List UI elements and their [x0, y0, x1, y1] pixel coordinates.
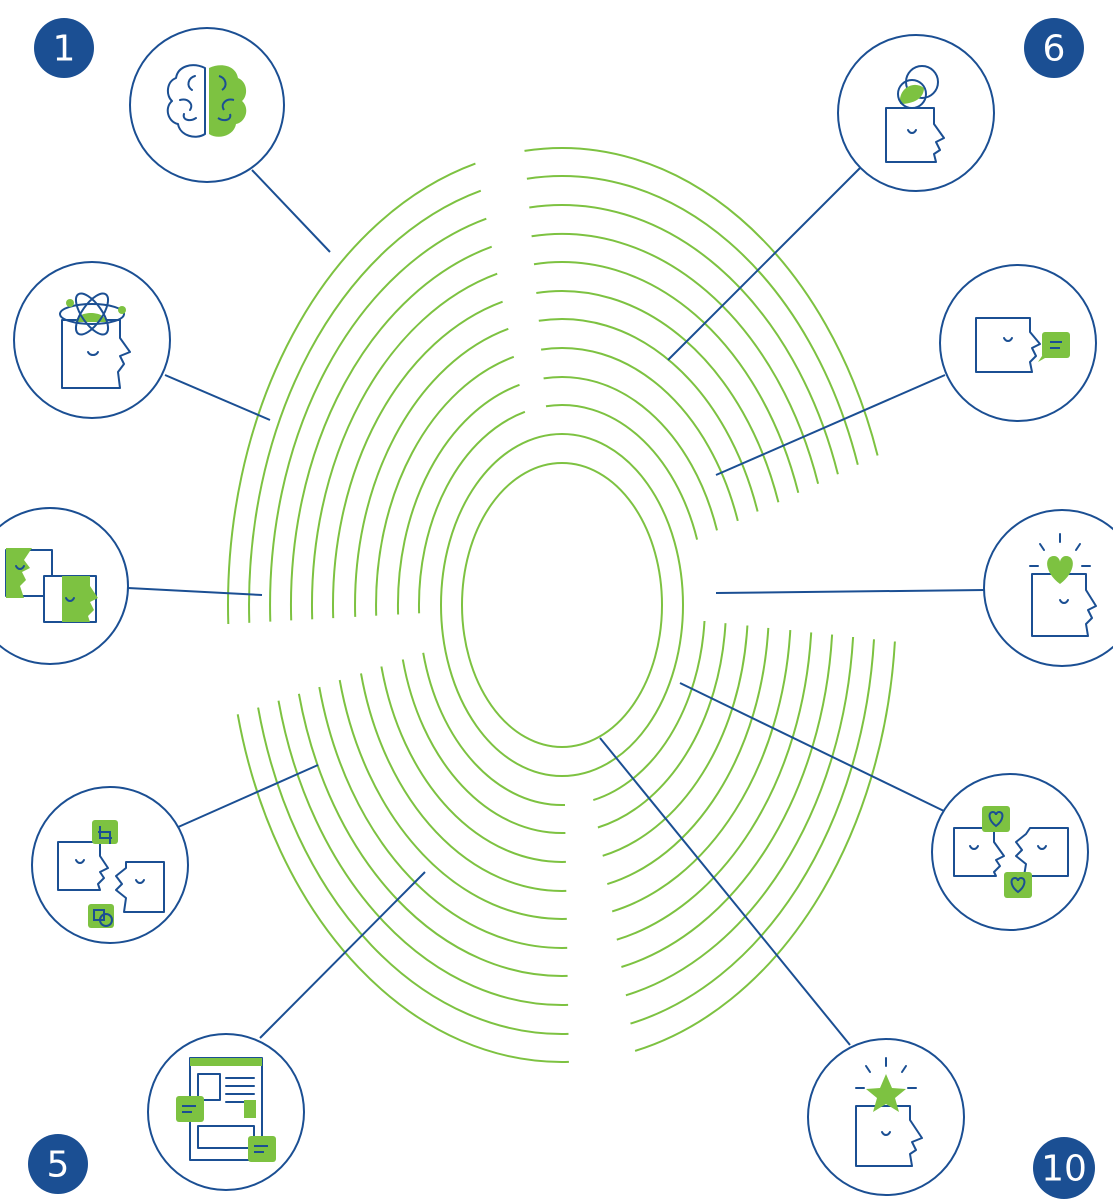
star-head-icon	[855, 1057, 923, 1167]
ring-8	[310, 261, 813, 949]
connector-3	[127, 587, 263, 596]
dialogue-crop-icon	[57, 820, 165, 928]
ring-9	[289, 232, 834, 977]
ring-12	[227, 147, 896, 1063]
ring-10	[269, 204, 855, 1006]
two-faces-icon	[5, 548, 98, 623]
heart-head-icon	[1029, 533, 1097, 637]
connector-7	[715, 374, 946, 476]
ring-11	[248, 175, 875, 1035]
badge-6: 6	[1024, 18, 1084, 78]
webpage-layout-node	[147, 1033, 305, 1191]
badge-1: 1	[34, 18, 94, 78]
brain-node	[129, 27, 285, 183]
webpage-layout-icon	[176, 1057, 276, 1162]
badge-6-label: 6	[1043, 29, 1066, 70]
concentric-rings	[227, 147, 896, 1063]
connector-10	[599, 737, 851, 1046]
connector-2	[164, 374, 271, 421]
badge-5: 5	[28, 1134, 88, 1194]
brain-icon	[166, 64, 247, 138]
atom-head-icon	[59, 292, 131, 389]
heart-head-node	[983, 509, 1113, 667]
dialogue-crop-node	[31, 786, 189, 944]
badge-10: 10	[1033, 1137, 1095, 1199]
connector-6	[667, 167, 861, 361]
connector-9	[679, 682, 947, 813]
mind-circles-head-icon	[885, 65, 945, 163]
ring-1	[461, 462, 663, 748]
mind-circles-head-node	[837, 34, 995, 192]
two-faces-node	[0, 507, 129, 665]
ring-7	[332, 290, 792, 920]
badge-1-label: 1	[53, 29, 76, 70]
ring-6	[354, 318, 770, 892]
ring-3	[417, 404, 706, 807]
connector-8	[715, 589, 986, 594]
ring-2	[440, 433, 684, 777]
atom-head-node	[13, 261, 171, 419]
badge-10-label: 10	[1041, 1149, 1087, 1190]
ring-4	[396, 375, 727, 835]
speaking-message-icon	[975, 317, 1070, 373]
connector-1	[251, 169, 331, 253]
connector-4	[175, 764, 319, 829]
speaking-message-node	[939, 264, 1097, 422]
star-head-node	[807, 1038, 965, 1196]
connector-lines	[127, 167, 986, 1046]
two-faces-hearts-icon	[953, 806, 1069, 898]
connector-5	[259, 871, 426, 1039]
two-faces-hearts-node	[931, 773, 1089, 931]
badge-5-label: 5	[47, 1145, 70, 1186]
ring-5	[375, 346, 749, 863]
